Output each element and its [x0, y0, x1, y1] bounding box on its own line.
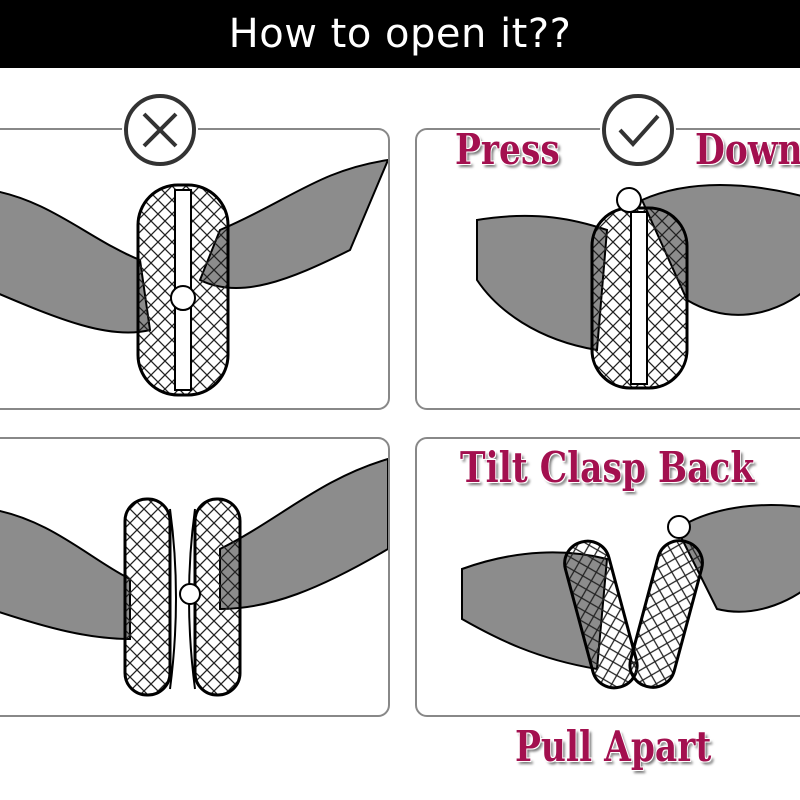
illustration-wrong-pull — [0, 158, 388, 397]
label-press: Press — [455, 125, 560, 174]
illustration-press-down — [476, 184, 800, 390]
label-pull-apart: Pull Apart — [515, 722, 712, 771]
panel-press-down — [415, 128, 800, 410]
label-tilt-clasp-back: Tilt Clasp Back — [460, 443, 755, 492]
x-circle-icon — [122, 92, 198, 168]
page-header: How to open it?? — [0, 0, 800, 68]
panel-wrong-open — [0, 437, 390, 717]
header-title: How to open it?? — [228, 11, 572, 57]
illustration-tilt-pull — [461, 504, 800, 690]
illustration-wrong-open — [0, 457, 388, 697]
panel-tilt-pull — [415, 437, 800, 717]
panel-wrong-pull — [0, 128, 390, 410]
label-down: Down — [695, 125, 800, 174]
check-circle-icon — [600, 92, 676, 168]
